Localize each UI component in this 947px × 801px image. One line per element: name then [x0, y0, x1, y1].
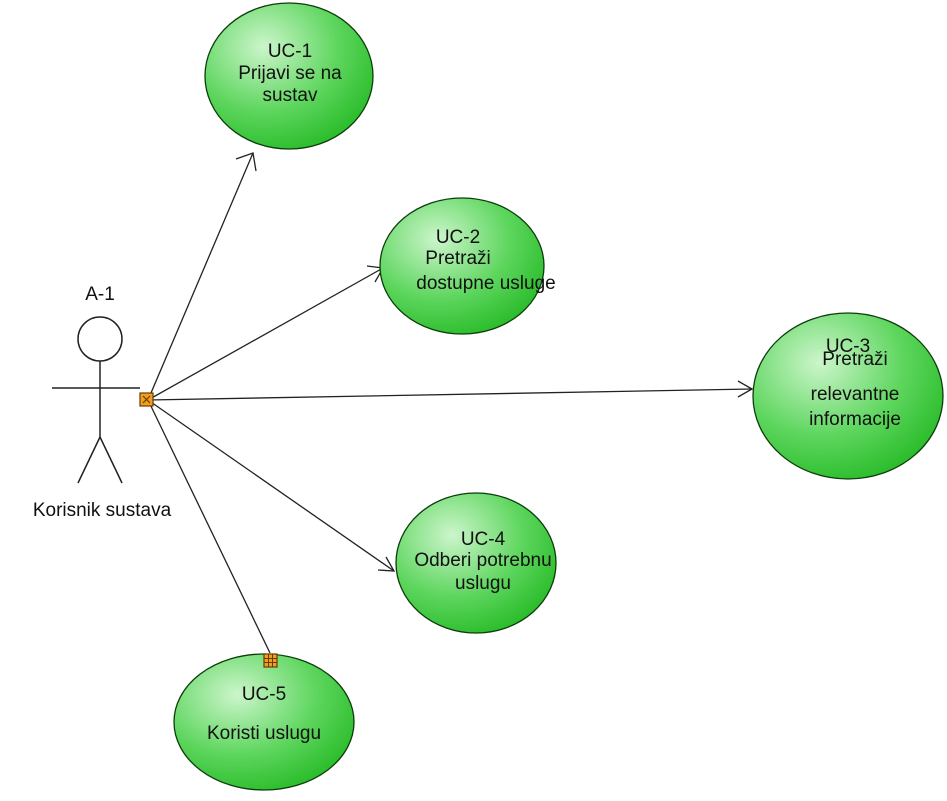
use-case-uc3[interactable]: UC-3 Pretraži relevantne informacije: [752, 312, 944, 480]
use-case-ellipse: [379, 197, 545, 335]
use-case-label-line: relevantne: [811, 384, 900, 405]
arrowhead-uc4: [377, 556, 396, 572]
association-uc4[interactable]: [147, 399, 395, 572]
association-target-port[interactable]: [263, 653, 278, 668]
association-uc1[interactable]: [147, 152, 254, 401]
use-case-label-line: informacije: [809, 409, 901, 430]
use-case-label-line: sustav: [263, 85, 318, 106]
actor-left-leg: [77, 436, 101, 484]
actor-right-leg: [99, 436, 123, 484]
actor-head: [77, 316, 123, 362]
arrowhead-uc1: [235, 152, 257, 172]
use-case-ellipse: [204, 2, 374, 150]
use-case-label-line: uslugu: [455, 573, 511, 594]
port-box: [263, 653, 278, 668]
use-case-label-line: Pretraži: [425, 248, 490, 269]
use-case-id: UC-1: [268, 41, 312, 62]
association-source-port[interactable]: [139, 392, 154, 407]
use-case-uc4[interactable]: UC-4 Odberi potrebnu uslugu: [395, 492, 557, 634]
use-case-label-line: Pretraži: [822, 349, 887, 370]
actor-id: A-1: [85, 284, 115, 305]
association-uc2[interactable]: [147, 267, 384, 401]
use-case-uc1[interactable]: UC-1 Prijavi se na sustav: [204, 2, 374, 150]
use-case-ellipse: [395, 492, 557, 634]
use-case-label-line: Odberi potrebnu: [414, 550, 551, 571]
use-case-label-line: Koristi uslugu: [207, 723, 321, 744]
actor[interactable]: A-1 Korisnik sustava: [33, 284, 172, 521]
use-case-id: UC-2: [436, 227, 480, 248]
association-uc5[interactable]: [147, 399, 271, 654]
use-case-ellipse: [173, 653, 355, 791]
use-case-id: UC-3: [826, 336, 870, 357]
use-case-id: UC-4: [461, 529, 506, 550]
arrowhead-uc3: [737, 380, 754, 398]
use-case-uc5[interactable]: UC-5 Koristi uslugu: [173, 653, 355, 791]
use-case-label-line: Prijavi se na: [238, 63, 342, 84]
actor-name: Korisnik sustava: [33, 500, 172, 521]
use-case-label-line: dostupne usluge: [416, 273, 555, 294]
use-case-id: UC-5: [242, 684, 286, 705]
use-case-ellipse: [752, 312, 944, 480]
use-case-uc2[interactable]: UC-2 Pretraži dostupne usluge: [379, 197, 556, 335]
association-uc3[interactable]: [147, 388, 753, 401]
